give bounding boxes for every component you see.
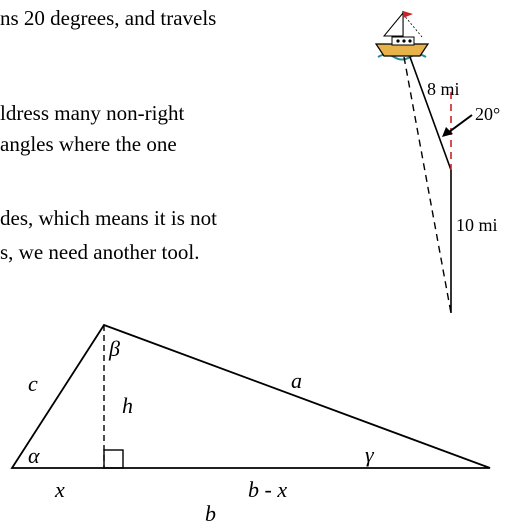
side-c-label: c: [28, 371, 38, 396]
angle-20-label: 20°: [475, 104, 500, 124]
text-line-1: ns 20 degrees, and travels: [0, 6, 217, 30]
text-line-5: s, we need another tool.: [0, 240, 200, 264]
side-a-label: a: [291, 368, 302, 393]
leg-8mi-label: 8 mi: [427, 79, 460, 99]
oblique-triangle: [10, 323, 491, 469]
segment-x-label: x: [54, 477, 65, 502]
boat-icon: [374, 11, 430, 61]
resultant-dashed-line: [403, 56, 452, 314]
angle-beta-label: β: [108, 336, 120, 361]
angle-pointer-arrow: [448, 114, 473, 133]
text-line-3: angles where the one: [0, 132, 177, 156]
leg-10mi-label: 10 mi: [456, 215, 498, 235]
height-h-label: h: [122, 393, 133, 418]
text-line-2: ldress many non-right: [0, 101, 185, 125]
angle-arrowhead: [442, 127, 453, 137]
angle-gamma-label: γ: [365, 442, 375, 467]
segment-b-minus-x-label: b - x: [248, 477, 287, 502]
text-line-4: des, which means it is not: [0, 206, 217, 230]
leg-8mi-line: [409, 56, 452, 171]
right-angle-marker: [103, 449, 124, 469]
angle-alpha-label: α: [28, 443, 40, 468]
side-b-label: b: [205, 501, 216, 524]
